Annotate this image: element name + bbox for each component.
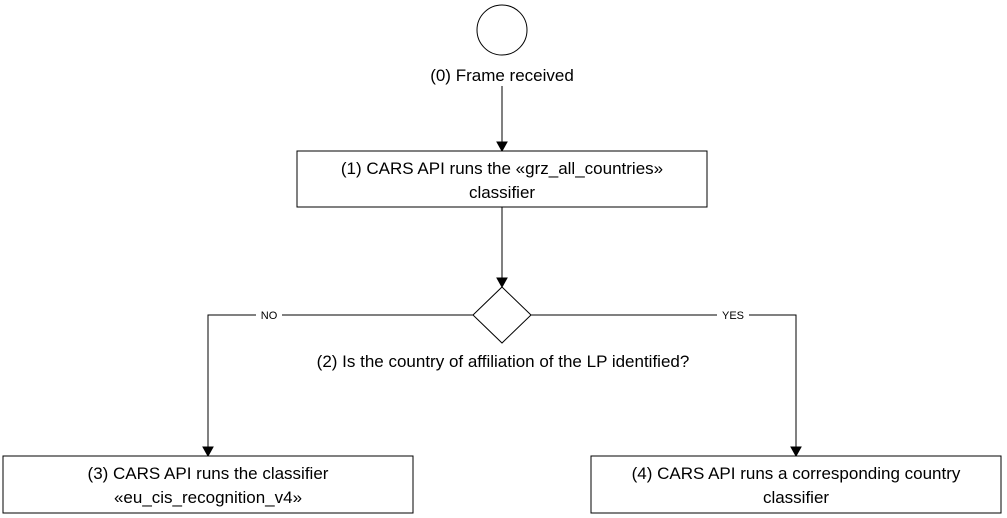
- decision-label: (2) Is the country of affiliation of the…: [317, 352, 690, 371]
- edge-yes: [531, 314, 797, 449]
- decision-diamond: [472, 286, 532, 344]
- arrowhead-step1: [496, 141, 508, 153]
- no-label: NO: [261, 310, 278, 322]
- no-label-bg: [256, 307, 282, 321]
- step3-label-line2: «eu_cis_recognition_v4»: [114, 488, 302, 507]
- yes-label: YES: [722, 310, 744, 322]
- edge-no: [207, 314, 473, 449]
- arrowhead-step3: [202, 446, 214, 458]
- step4-label-line2: classifier: [763, 488, 829, 507]
- start-label: (0) Frame received: [430, 66, 574, 85]
- step4-box: [590, 455, 1002, 514]
- yes-label-bg: [717, 307, 749, 321]
- step3-label-line1: (3) CARS API runs the classifier: [88, 464, 329, 483]
- step3-box: [2, 455, 414, 514]
- step1-label-line1: (1) CARS API runs the «grz_all_countries…: [341, 159, 663, 178]
- arrowhead-decision: [496, 277, 508, 289]
- step1-label-line2: classifier: [469, 183, 535, 202]
- start-circle: [476, 4, 528, 56]
- arrowhead-step4: [790, 446, 802, 458]
- step4-label-line1: (4) CARS API runs a corresponding countr…: [632, 464, 961, 483]
